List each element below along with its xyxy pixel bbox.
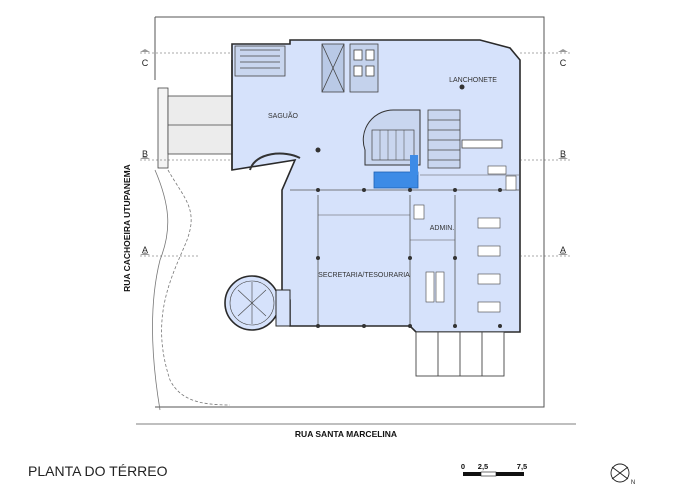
room-label-secretaria: SECRETARIA/TESOURARIA <box>318 272 410 279</box>
lobby-desk <box>249 152 301 171</box>
scale-label-zero: 0 <box>461 462 465 471</box>
site-boundary <box>136 16 576 425</box>
room-label-saguao: SAGUÃO <box>268 111 299 120</box>
stair-core-top <box>234 43 379 93</box>
sidewalk-edge <box>152 169 169 411</box>
right-stair <box>427 109 503 169</box>
grid-label-a-left: A <box>142 245 148 255</box>
central-stair <box>362 109 421 189</box>
admin-desks <box>413 165 517 313</box>
round-stair-tower <box>224 275 291 331</box>
room-label-admin: ADMIN. <box>430 225 455 232</box>
scale-label-end: 7,5 <box>517 462 527 471</box>
north-arrow-letter: N <box>631 480 635 486</box>
grid-label-c-left: C <box>142 58 149 68</box>
grid-axis-lines <box>140 52 570 257</box>
street-label-left: RUA CACHOEIRA UTUPANEMA <box>122 164 132 292</box>
drawing-title: PLANTA DO TÉRREO <box>28 463 168 479</box>
grid-label-b-left: B <box>142 149 148 159</box>
sidewalk-curve <box>161 169 231 406</box>
scale-bar <box>463 471 524 477</box>
grid-label-b-right: B <box>560 149 566 159</box>
north-arrow-icon <box>610 463 630 483</box>
grid-markers <box>140 49 568 255</box>
grid-label-a-right: A <box>560 245 566 255</box>
street-label-bottom: RUA SANTA MARCELINA <box>295 429 397 439</box>
grid-label-c-right: C <box>560 58 567 68</box>
scale-label-mid: 2,5 <box>478 462 488 471</box>
room-label-lanchonete: LANCHONETE <box>449 77 497 84</box>
entrance-ramp <box>157 87 235 169</box>
bottom-annex <box>415 331 505 377</box>
columns <box>315 84 502 328</box>
